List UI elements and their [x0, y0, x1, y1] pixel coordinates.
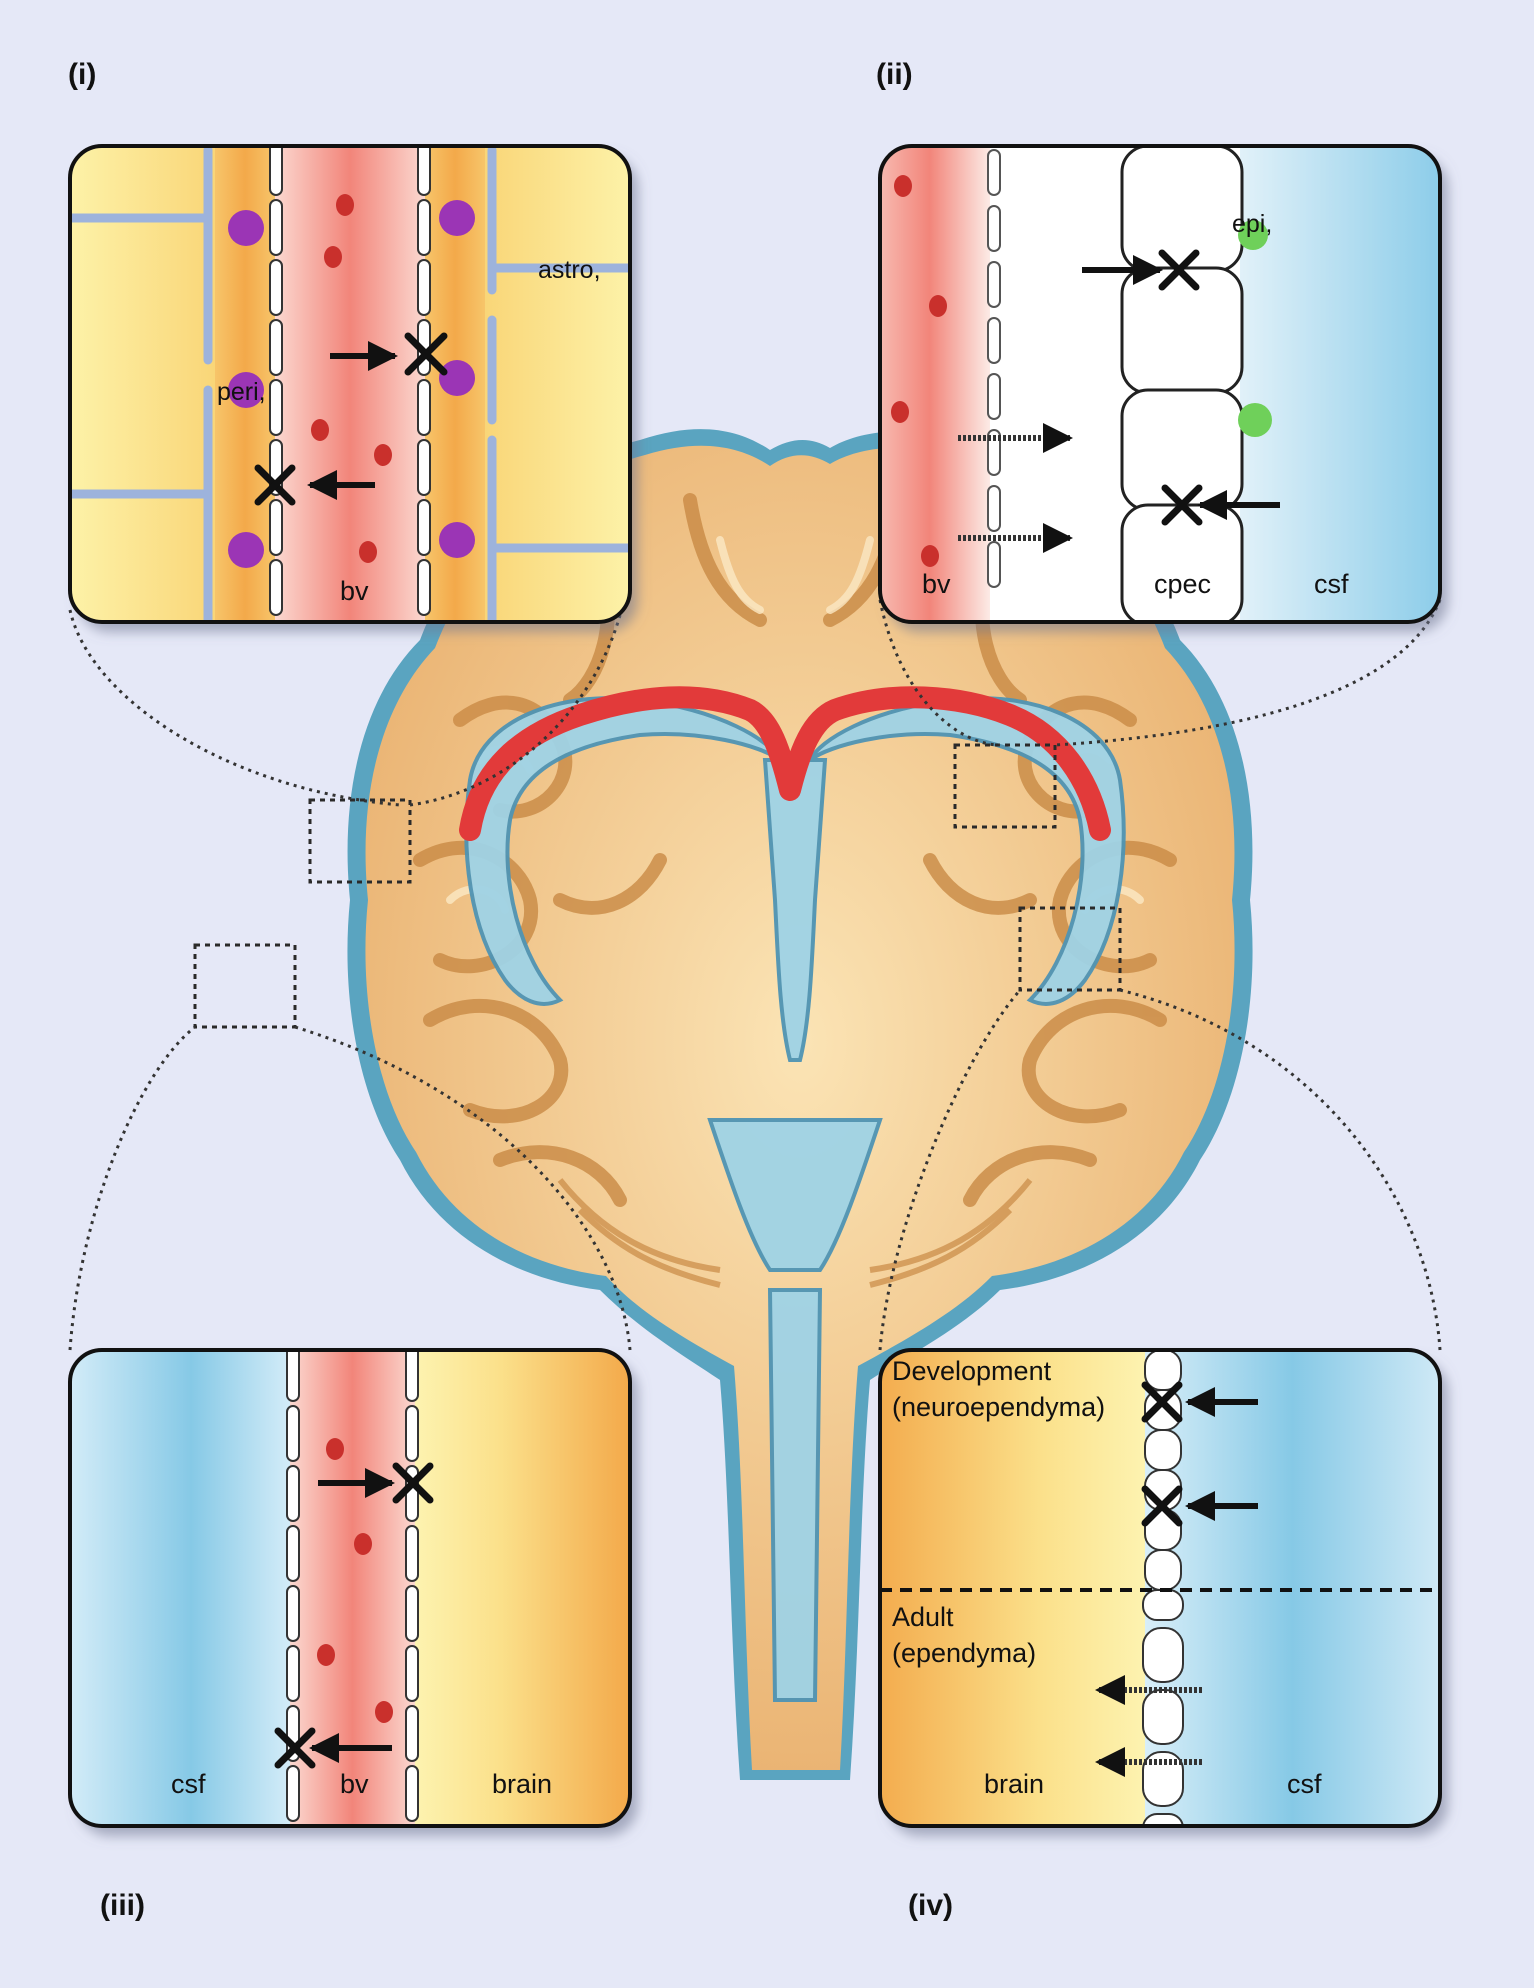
label-astrocyte: astro,	[538, 256, 601, 284]
panel-ii-content: epi, bv cpec csf	[880, 146, 1440, 622]
panel-label-iv: (iv)	[908, 1889, 953, 1922]
label-development: Development	[892, 1356, 1052, 1386]
label-cpec: cpec	[1154, 569, 1211, 599]
panel-i-content: astro, peri, bv	[70, 146, 630, 622]
epiplexus-cells	[1238, 220, 1272, 437]
choroid-plexus-epithelial-cells	[1120, 146, 1244, 622]
block-mark-2	[254, 464, 296, 506]
label-ependyma: (ependyma)	[892, 1638, 1036, 1668]
block-mark-1	[404, 332, 448, 376]
panel-i-frame	[68, 144, 632, 624]
panel-iv-content: Development (neuroependyma) Adult (epend…	[880, 1350, 1440, 1826]
brain-tissue	[365, 445, 1235, 1771]
astrocyte-processes	[70, 146, 630, 622]
label-neuroependyma: (neuroependyma)	[892, 1392, 1105, 1422]
block-mark-6	[274, 1727, 316, 1769]
zoom-lines	[68, 559, 1442, 1351]
label-csf-ii: csf	[1314, 569, 1349, 599]
panel-label-iii: (iii)	[100, 1889, 145, 1922]
endothelium-left	[269, 146, 283, 616]
choroid-plexus	[459, 686, 1111, 841]
panel-ii-frame	[878, 144, 1442, 624]
panel-label-ii: (ii)	[876, 58, 913, 91]
red-blood-cells	[311, 194, 392, 563]
panel-iv-frame	[878, 1348, 1442, 1828]
label-blood-vessel: bv	[340, 576, 369, 606]
panel-label-i: (i)	[68, 58, 96, 91]
label-blood-vessel-iii: bv	[340, 1769, 369, 1799]
block-mark-4	[1161, 484, 1203, 526]
pericytes	[228, 200, 475, 568]
inset-markers	[193, 743, 1122, 1029]
label-epiplexus: epi,	[1232, 210, 1272, 238]
endothelium-right	[417, 146, 431, 616]
block-mark-7	[1141, 1381, 1183, 1423]
panel-iii-content: csf bv brain	[70, 1350, 630, 1826]
cerebellum	[557, 1178, 1033, 1288]
label-pericyte: peri,	[217, 378, 266, 406]
label-adult: Adult	[892, 1602, 954, 1632]
ependymal-cells	[1142, 1589, 1184, 1826]
label-brain-iii: brain	[492, 1769, 552, 1799]
label-csf-iv: csf	[1287, 1769, 1322, 1799]
block-mark-5	[392, 1462, 434, 1504]
block-mark-3	[1158, 249, 1200, 291]
label-blood-vessel-ii: bv	[922, 569, 951, 599]
brain-illustration	[68, 429, 1442, 1781]
label-csf-iii: csf	[171, 1769, 206, 1799]
fenestrated-endothelium	[987, 149, 1001, 588]
block-mark-8	[1141, 1485, 1183, 1527]
label-brain-iv: brain	[984, 1769, 1044, 1799]
panel-iii-frame	[68, 1348, 632, 1828]
red-blood-cells-iii	[317, 1438, 393, 1723]
red-blood-cells-ii	[891, 175, 947, 567]
